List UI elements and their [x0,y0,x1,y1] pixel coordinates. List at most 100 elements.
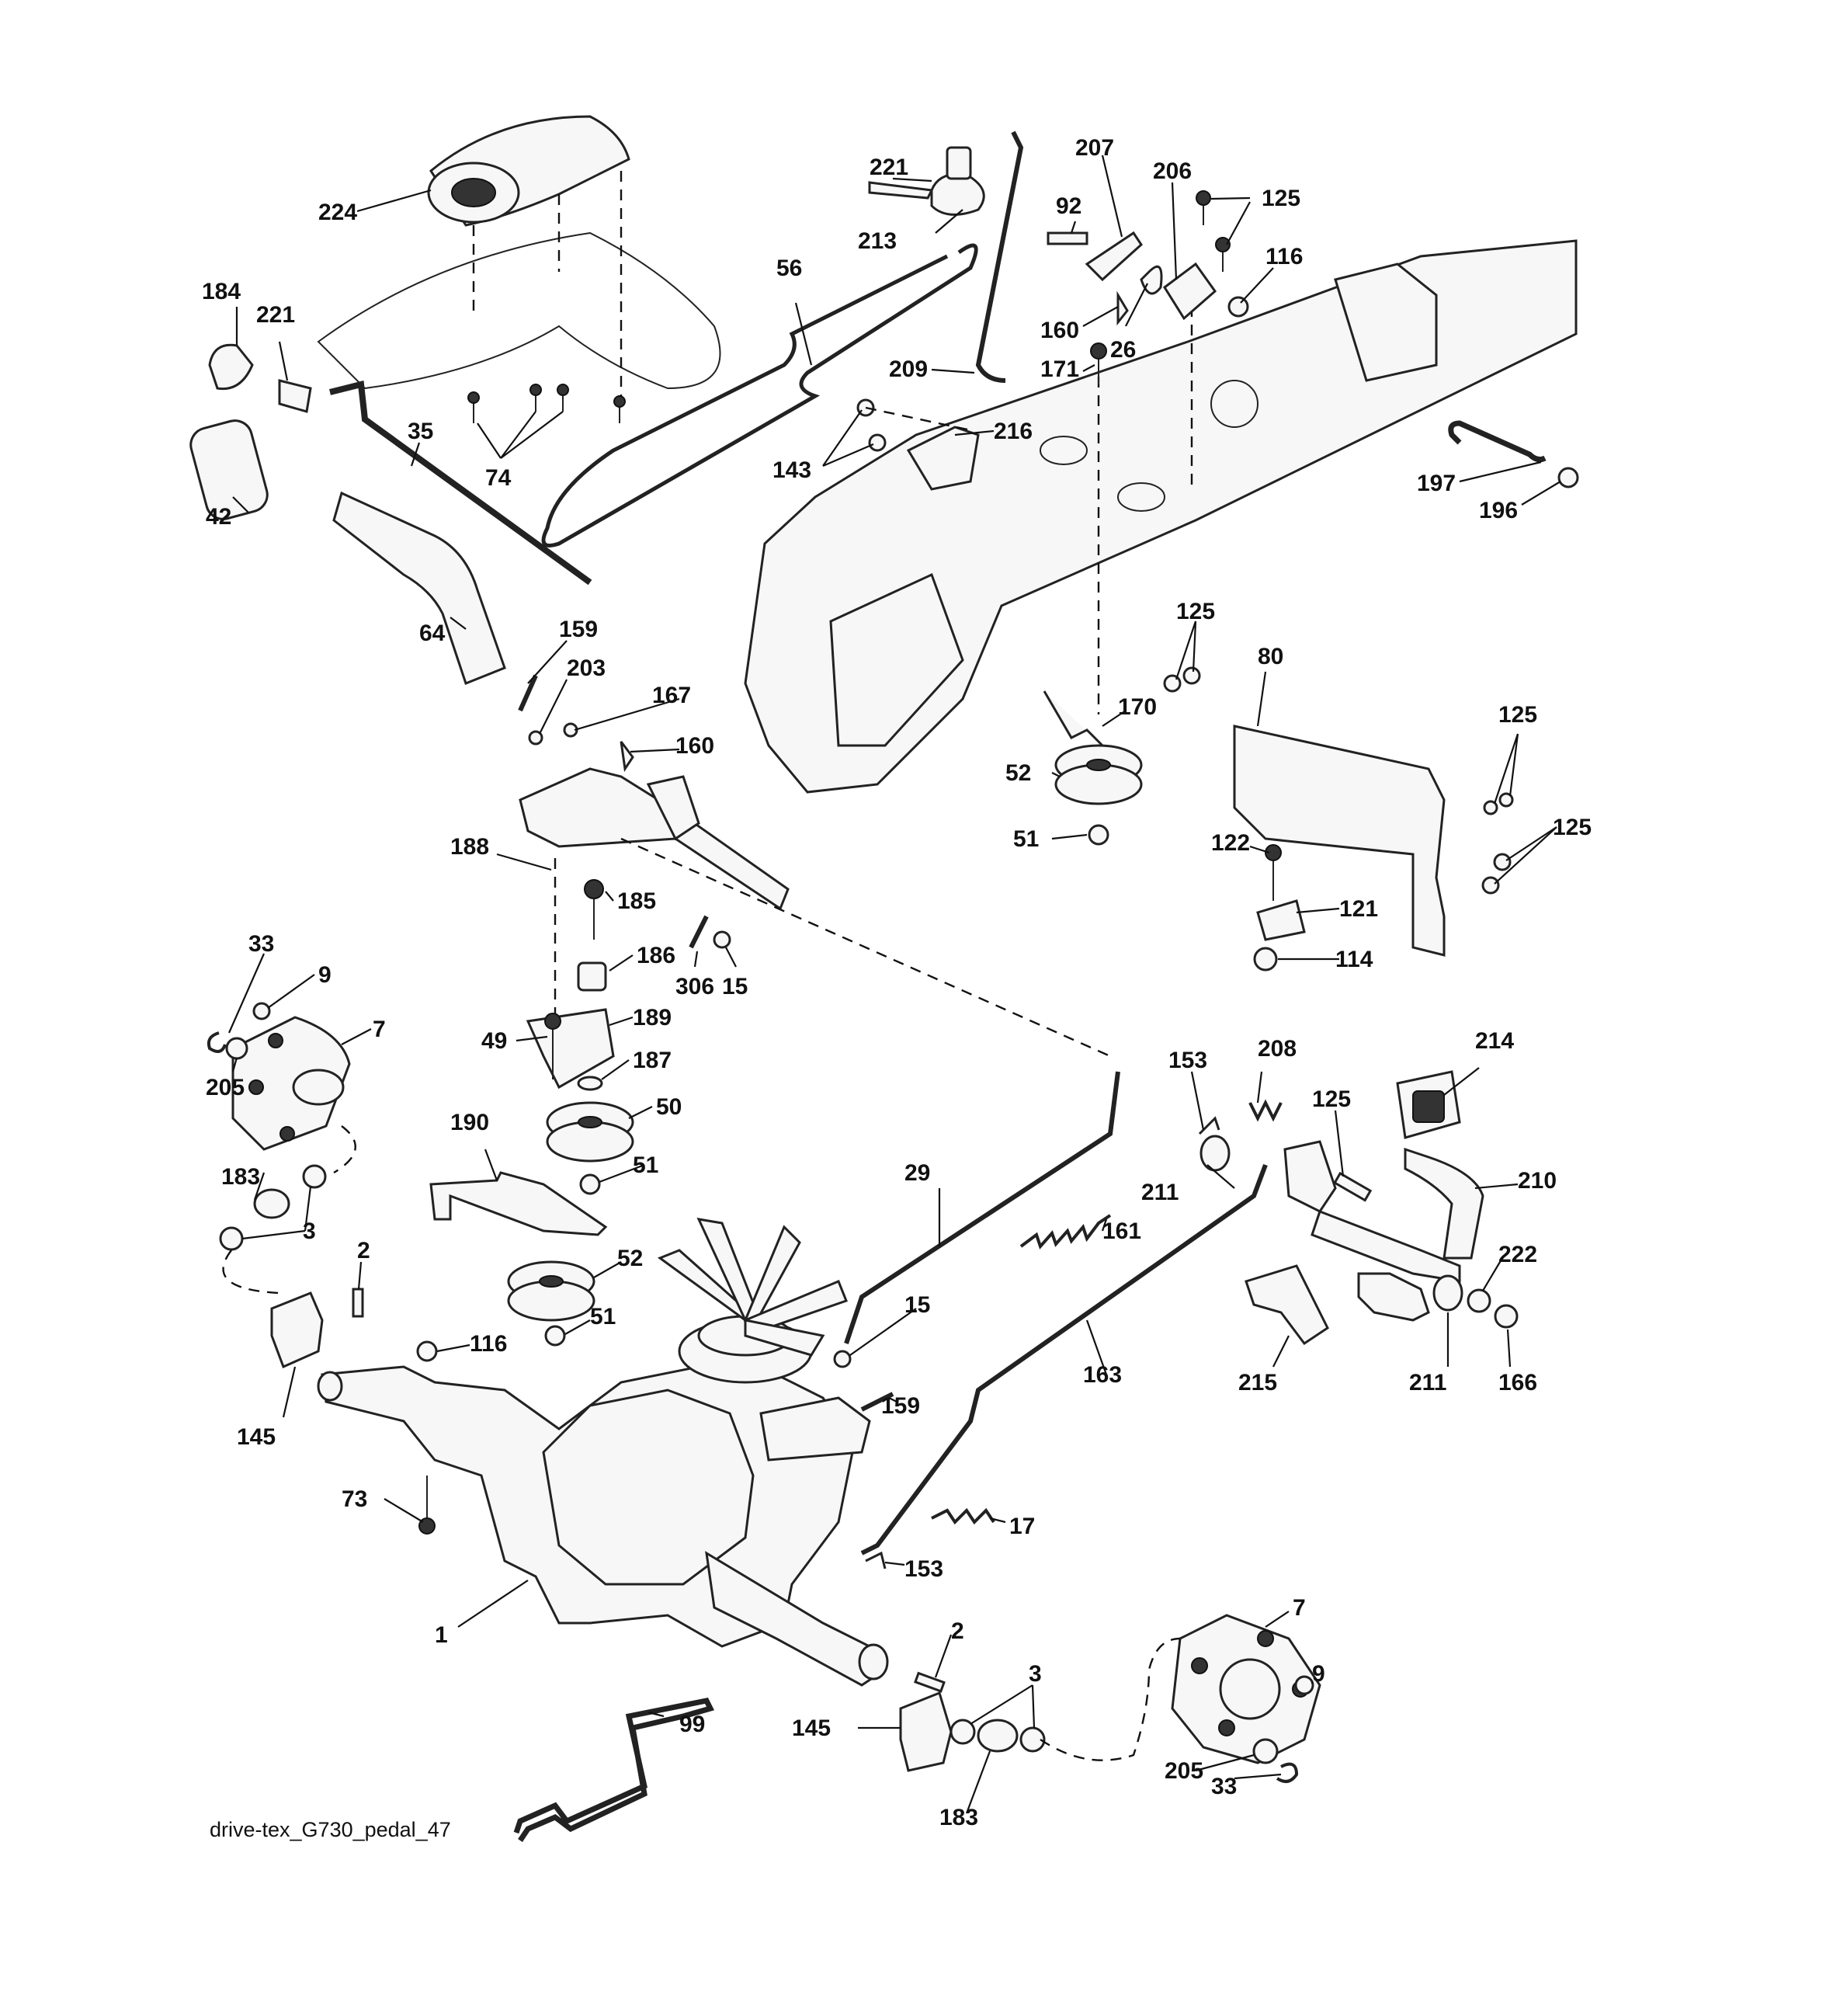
washer-3-left-b [219,1226,244,1251]
callout-205: 205 [1165,1758,1203,1784]
callout-7: 7 [1293,1595,1306,1621]
pin-160-top [1116,290,1129,326]
bracket-121 [1256,899,1306,941]
clip-33-left [207,1031,227,1053]
callout-216: 216 [994,419,1033,444]
bushing-211-a [1199,1135,1231,1172]
callout-2: 2 [357,1238,370,1263]
callout-51: 51 [1013,826,1039,852]
callout-196: 196 [1479,498,1518,523]
callout-183: 183 [221,1164,260,1190]
callout-15: 15 [904,1292,930,1318]
callout-116: 116 [1265,244,1303,269]
diagram-caption: drive-tex_G730_pedal_47 [210,1818,451,1841]
bolt-125-a [1163,674,1182,693]
nut-116-top [1227,296,1249,318]
bolt-125-e [1493,853,1512,871]
pulley-52-lower [507,1260,595,1322]
spring-17 [931,1507,995,1525]
lever-64 [332,491,506,685]
bolt-196 [1557,467,1579,488]
washer-3-right-a [950,1719,976,1745]
fender-pod [317,115,721,404]
handle-42 [189,419,269,520]
bushing-211-b [1432,1274,1463,1312]
rod-209 [975,130,1024,383]
rod-163 [860,1163,1268,1555]
callout-153: 153 [1168,1048,1207,1073]
callout-184: 184 [202,279,241,304]
callout-121: 121 [1339,896,1378,922]
plate-80 [1233,725,1446,957]
callout-163: 163 [1083,1362,1122,1388]
callout-190: 190 [450,1110,489,1135]
bolt-125-c [1483,800,1498,815]
nut-51-top [1088,824,1109,846]
callout-221: 221 [870,155,908,180]
bracket-pedal [1283,1140,1337,1213]
callout-7: 7 [373,1017,386,1042]
callout-1: 1 [435,1622,448,1648]
callout-122: 122 [1211,830,1250,856]
bolt-9-left [252,1002,271,1020]
callout-51: 51 [633,1152,658,1178]
bolt-143-b [868,433,887,452]
callout-161: 161 [1102,1218,1141,1244]
leader-lines [227,155,1561,1814]
callout-222: 222 [1498,1242,1537,1267]
callout-52: 52 [617,1246,643,1271]
callout-3: 3 [303,1218,316,1244]
spring-170 [1043,690,1104,747]
transaxle-1 [317,1365,889,1687]
callout-9: 9 [318,962,332,988]
callout-114: 114 [1335,947,1373,972]
callout-33: 33 [248,931,274,957]
callout-187: 187 [633,1048,672,1073]
callout-171: 171 [1040,356,1079,382]
rod-35 [329,381,592,586]
bracket-206 [1162,262,1217,321]
cooling-fan [657,1218,848,1384]
callout-185: 185 [617,888,656,914]
callout-73: 73 [342,1486,367,1512]
pin-153-lower [865,1551,887,1569]
washer-203 [528,730,543,746]
callout-3: 3 [1029,1661,1042,1687]
callout-49: 49 [481,1028,507,1054]
bushing-183-right [977,1719,1019,1753]
washer-3-right-b [1019,1726,1046,1753]
callout-159: 159 [559,617,598,642]
callout-211: 211 [1409,1370,1446,1396]
spacer-186 [577,961,607,992]
pedal-arm-210 [1404,1147,1484,1260]
callout-224: 224 [318,200,357,225]
rod-197 [1448,420,1547,463]
bolts-74 [467,384,626,423]
callout-166: 166 [1498,1370,1537,1396]
key-2-right [914,1671,946,1693]
callout-203: 203 [567,655,606,681]
knob-213-cap [946,146,972,180]
callout-214: 214 [1475,1028,1514,1054]
callout-labels: 221 213 207 92 206 125 116 160 26 209 17… [202,135,1592,1830]
pedal-arm-lower [1357,1272,1430,1322]
callout-125: 125 [1262,186,1300,211]
washer-205-right [1252,1738,1279,1764]
callout-186: 186 [637,943,675,968]
callout-2: 2 [951,1618,964,1644]
callout-29: 29 [904,1160,930,1186]
bushing-183-left [253,1188,290,1219]
callout-50: 50 [656,1094,682,1120]
pin-160 [620,741,634,773]
callout-215: 215 [1238,1370,1277,1396]
washer-15 [713,930,731,949]
hub-7-right [1171,1614,1321,1764]
callout-143: 143 [772,457,811,483]
callout-125: 125 [1498,702,1537,728]
callout-160: 160 [1040,318,1079,343]
callout-92: 92 [1056,193,1081,219]
pedal-215 [1245,1264,1329,1346]
callout-197: 197 [1417,471,1456,496]
bracket-207 [1085,231,1143,282]
